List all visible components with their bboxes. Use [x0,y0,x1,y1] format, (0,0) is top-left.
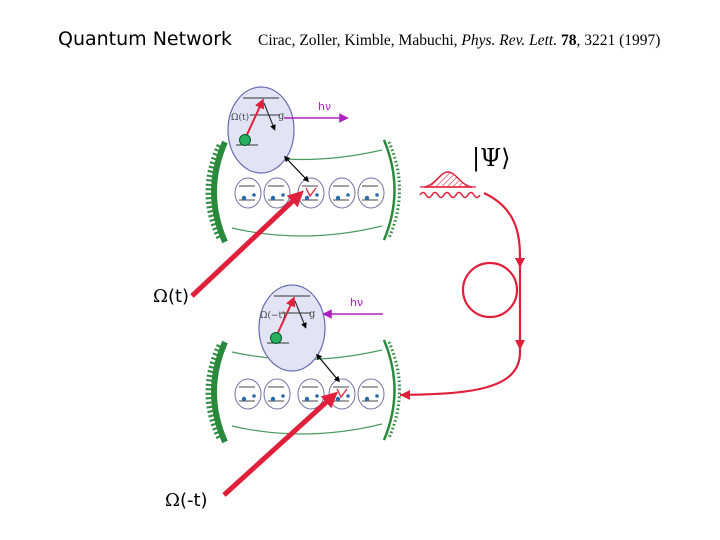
citation-authors: Cirac, Zoller, Kimble, Mabuchi, [258,32,462,49]
bottom-right-mirror [382,339,396,441]
state-label: |Ψ⟩ [472,144,511,173]
top-left-mirror-ticks [205,144,226,240]
top-photon-label: hν [318,100,331,113]
quantum-channel [399,192,522,397]
top-laser-beam [190,190,304,298]
bottom-coupling-arrow [316,353,340,383]
page-title: Quantum Network [58,28,233,50]
bottom-atom-row [234,378,385,410]
citation-volume: 78 [561,32,577,49]
top-atom-row [234,177,385,209]
top-right-mirror [382,139,396,241]
channel-arrow-left [400,390,410,400]
top-right-mirror-dots [387,141,401,239]
channel-arrow-down-bottom [515,340,525,350]
top-atom-levels [239,185,378,201]
bottom-photon-label: hν [350,296,363,309]
bottom-atom-inset: Ω(−t) g hν [258,284,383,372]
bottom-inset-g-label: g [309,309,316,320]
top-inset-bubble [227,86,295,174]
top-atom-inset: Ω(t) g hν [227,86,349,174]
photon-wavepacket [419,171,481,199]
citation-journal: Phys. Rev. Lett. [461,32,558,49]
bottom-inset-bubble [258,284,326,372]
omega-minus-t-label: Ω(-t) [165,490,208,511]
bottom-atom-dots [241,394,379,402]
wavepacket-envelope [423,171,473,188]
bottom-cavity [205,339,401,444]
top-atom-dots [241,193,379,201]
top-cavity-lower-line [231,225,383,237]
channel-arrow-down-top [515,258,525,268]
citation: Cirac, Zoller, Kimble, Mabuchi, Phys. Re… [258,32,660,50]
bottom-inset-laser-arrow [275,296,296,338]
top-atom-transition [305,187,317,198]
top-inset-g-label: g [278,111,285,122]
bottom-inset-omega-label: Ω(−t) [260,310,286,321]
channel-loop [461,261,519,319]
bottom-laser-beam [222,391,338,497]
top-coupling-arrow [283,155,310,183]
bottom-inset-atom [270,332,282,344]
bottom-atom-transition [336,388,348,399]
top-inset-atom [239,134,251,146]
bottom-cavity-lower-line [231,423,383,435]
top-cavity [205,139,401,244]
bottom-left-mirror-ticks [205,344,226,440]
top-inset-omega-label: Ω(t) [231,112,249,123]
bottom-right-mirror-dots [387,341,401,439]
top-inset-laser-arrow [244,98,265,140]
wavepacket-oscillation [419,191,481,199]
citation-rest: , 3221 (1997) [576,32,661,49]
omega-t-label: Ω(t) [153,286,190,307]
